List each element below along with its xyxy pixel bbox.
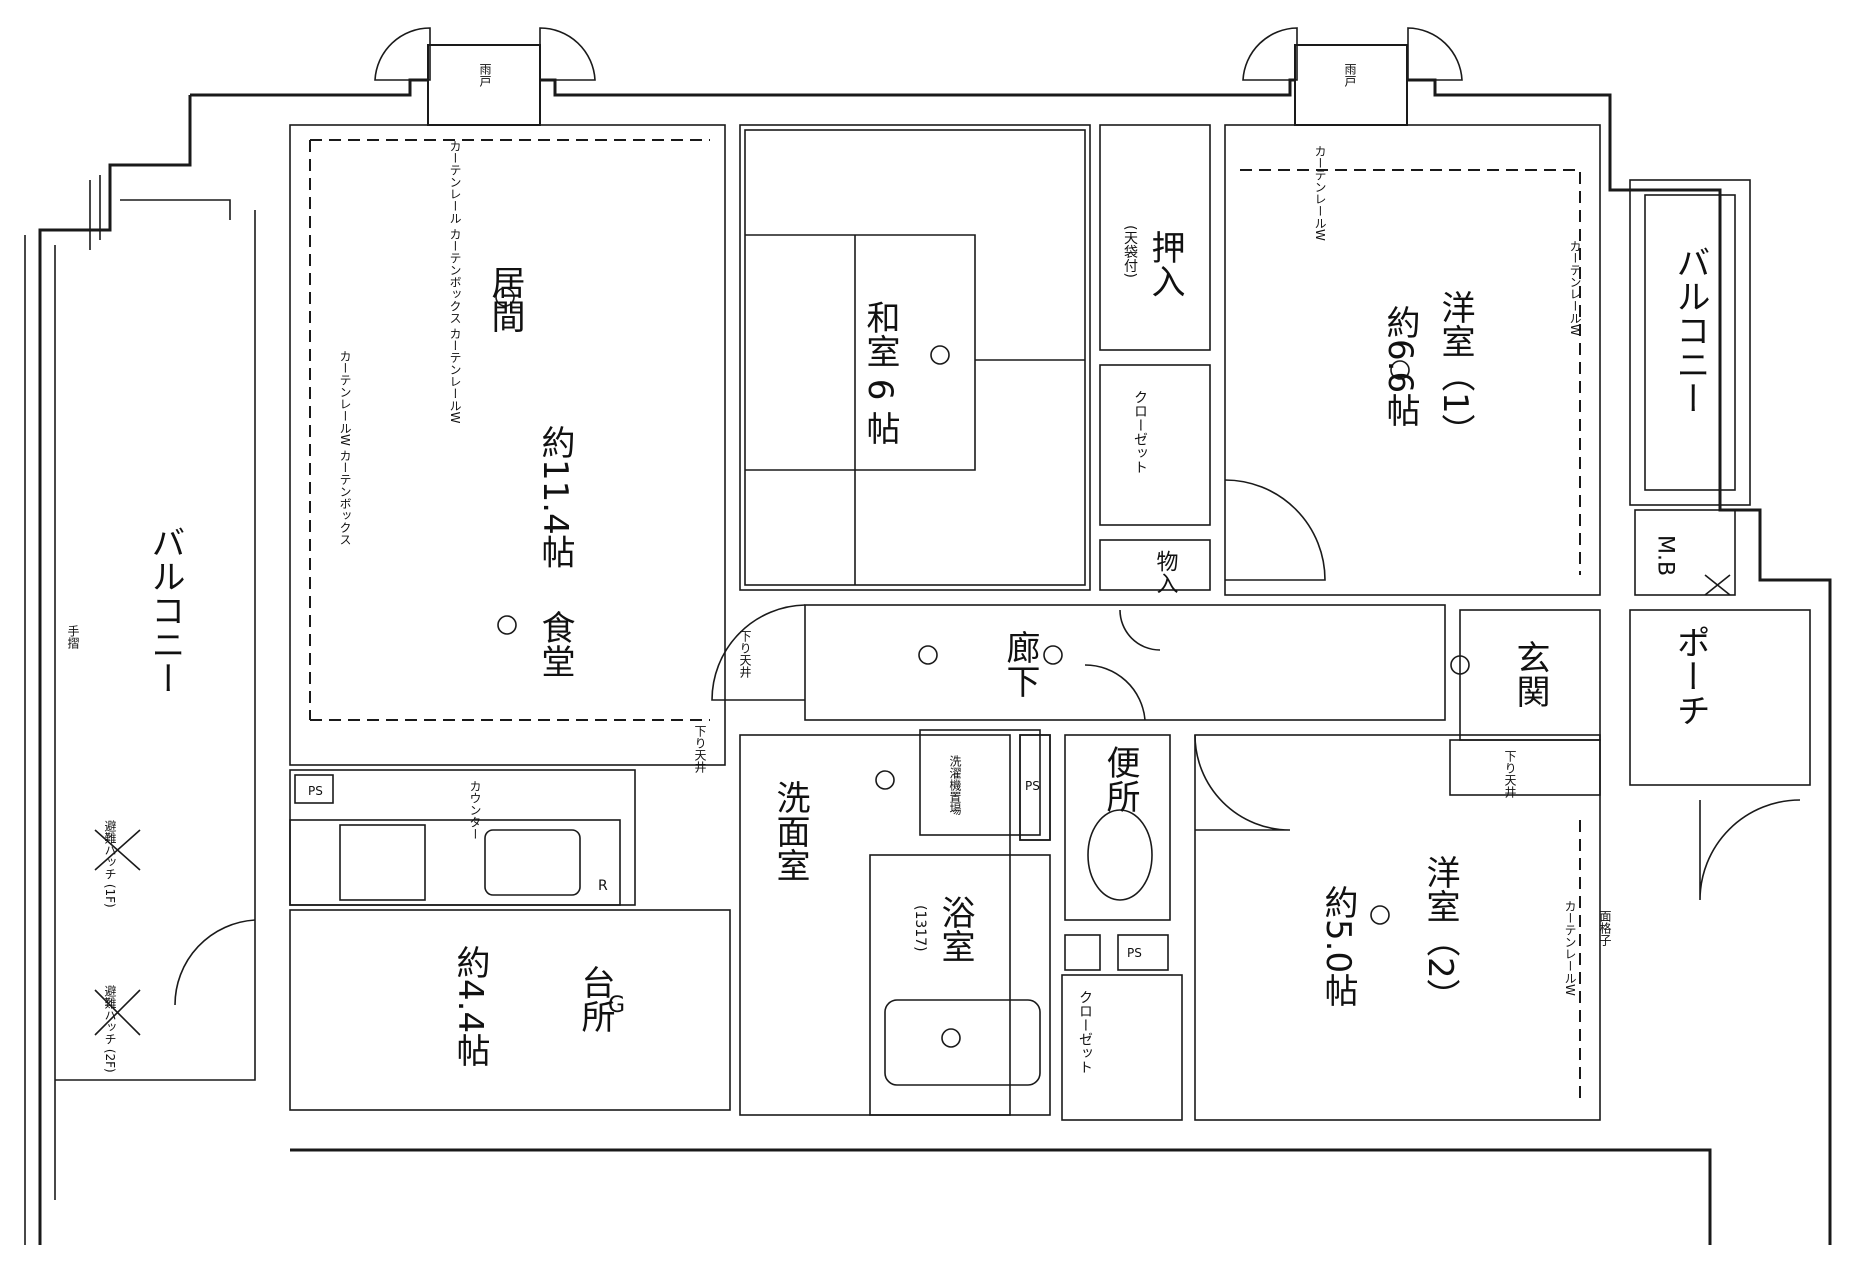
curtain-lower-label: カーテンレールW [1563,900,1577,996]
corridor-label: 廊下 [1000,630,1040,698]
curtain-top-left-label: カーテンレール カーテンボックス カーテンレールW [448,140,462,424]
kitchen-label: 台所 [575,965,615,1033]
interior-walls [289,124,1811,1121]
ps2-label: PS [1025,779,1040,793]
living-size-label: 約11.4帖 [535,425,575,569]
sagari-kabe1-label: 下り天井 [738,630,752,679]
mb-label: M.B [1653,535,1678,576]
room-labels: 居間 約11.4帖 食堂 台所 約4.4帖 和室 6 帖 押入 (天袋付) 物入… [145,225,1710,1074]
senmenshitsu-label: 洗面室 [770,780,810,882]
yokushitsu-note: (1317) [912,905,928,952]
handrail-label: 手摺 [66,625,80,649]
living-label: 居間 [485,265,525,333]
yoshitsu1-size-label: 約6.6帖 [1380,305,1420,427]
balcony-right-label: バルコニー [1670,245,1710,415]
curtain-rail-box-label: カーテンレールW カーテンボックス [338,350,352,546]
yoshitsu2-label: 洋室（2） [1420,855,1460,1013]
curtain-top-right-label: カーテンレールW [1313,145,1327,241]
closet2-label: クローゼット [1077,990,1093,1074]
shutter1-label: 雨戸 [478,63,492,88]
mado-kaki-label: 面格子 [1598,910,1612,946]
yoshitsu2-size-label: 約5.0帖 [1318,885,1358,1007]
dining-label: 食堂 [535,610,575,678]
g-mark-label: G [608,993,625,1018]
washer-label: 洗濯機置場 [948,755,962,816]
genkan-label: 玄関 [1510,640,1550,708]
closet-label: クローゼット [1132,390,1148,474]
annotation-labels: カーテンレールW カーテンボックス カーテンレール カーテンボックス カーテンレ… [66,63,1612,1073]
porch-tile-grid [1629,609,1811,786]
r-mark-label: R [598,878,608,894]
oshiire-note: (天袋付) [1122,225,1138,278]
counter-label: カウンター [468,780,482,840]
toilet-label: 便所 [1100,745,1140,813]
monoire-label: 物入 [1153,550,1179,594]
sagari-kabe2-label: 下り天井 [693,725,707,774]
curtain-right-label: カーテンレールW [1568,240,1582,336]
cross-marks [94,574,1731,1036]
washitsu-label: 和室 6 帖 [860,300,900,445]
yokushitsu-label: 浴室 [935,895,975,963]
sagari-kabe3-label: 下り天井 [1503,750,1517,799]
ps3-label: PS [1127,946,1142,960]
door-swings [174,479,1801,1006]
light-fixtures [495,287,1470,1048]
shutter2-label: 雨戸 [1343,63,1357,88]
escape-hatch1-label: 避難ハッチ (1F) [103,820,117,908]
escape-hatch2-label: 避難ハッチ (2F) [103,985,117,1073]
exterior-walls [24,78,1832,1245]
kitchen-size-label: 約4.4帖 [450,945,490,1067]
balcony-main-label: バルコニー [145,525,185,695]
ps1-label: PS [308,784,323,798]
top-bay-windows [374,27,1463,126]
yoshitsu1-label: 洋室（1） [1435,290,1475,448]
porch-label: ポーチ [1670,625,1710,727]
oshiire-label: 押入 [1145,230,1185,298]
